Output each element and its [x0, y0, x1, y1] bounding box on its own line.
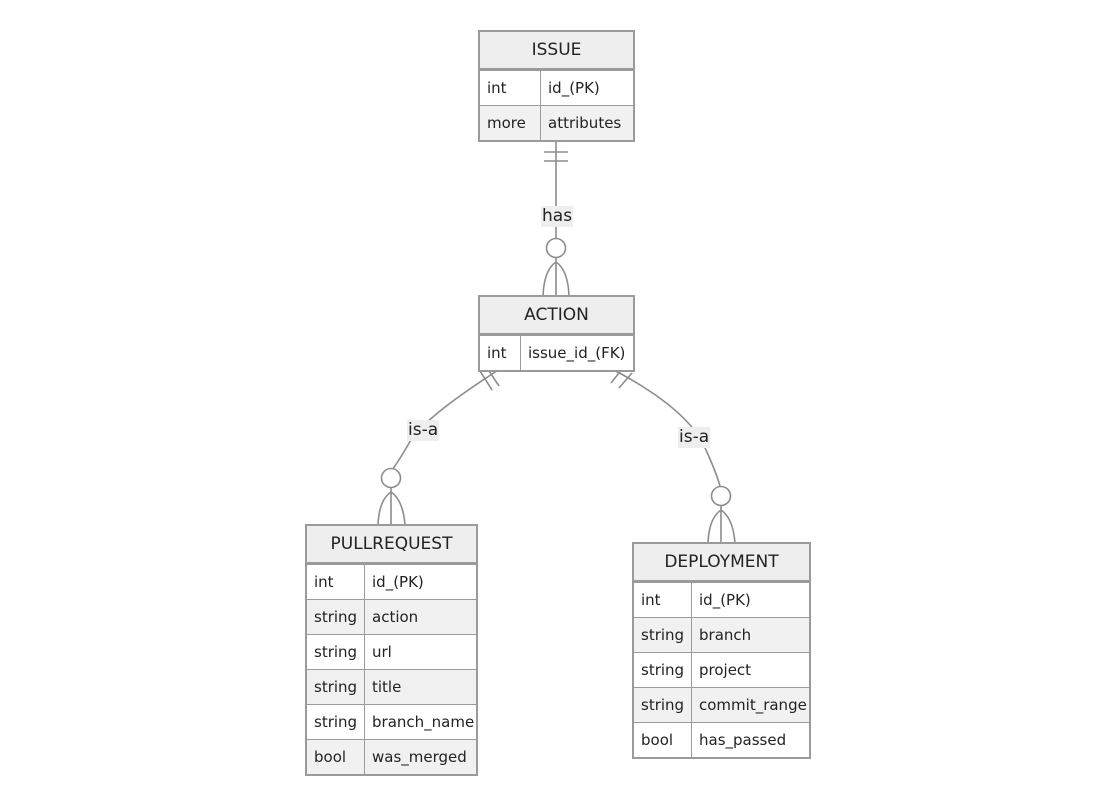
attribute-type: bool	[307, 740, 365, 774]
attribute-row: string branch	[634, 617, 809, 652]
attribute-name: title	[372, 678, 402, 696]
attribute-type: string	[307, 600, 365, 634]
attribute-name: url	[372, 643, 392, 661]
attribute-name: branch	[699, 626, 752, 644]
entity-action[interactable]: ACTION int issue_id_(FK)	[478, 295, 635, 372]
relationship-label-is-a-pullrequest: is-a	[407, 420, 440, 441]
entity-title: DEPLOYMENT	[634, 544, 809, 582]
attribute-type: more	[480, 106, 541, 140]
attribute-type: bool	[634, 723, 692, 757]
attribute-row: int id_(PK)	[480, 70, 633, 105]
attribute-row: string branch_name	[307, 704, 476, 739]
attribute-name: id_(PK)	[699, 591, 751, 609]
attribute-row: int issue_id_(FK)	[480, 335, 633, 370]
entity-pullrequest[interactable]: PULLREQUEST int id_(PK) string action st…	[305, 524, 478, 776]
attribute-row: string url	[307, 634, 476, 669]
cardinality-zero-or-more-deployment	[707, 485, 736, 544]
entity-title: ACTION	[480, 297, 633, 335]
attribute-row: int id_(PK)	[634, 582, 809, 617]
attribute-type: string	[634, 618, 692, 652]
attribute-row: bool has_passed	[634, 722, 809, 757]
attribute-name: commit_range	[699, 696, 807, 714]
entity-issue[interactable]: ISSUE int id_(PK) more attributes	[478, 30, 635, 142]
attribute-row: int id_(PK)	[307, 564, 476, 599]
relationship-label-has: has	[541, 206, 574, 227]
cardinality-zero-or-more-pullrequest	[377, 467, 406, 526]
attribute-name: attributes	[548, 114, 622, 132]
entity-deployment[interactable]: DEPLOYMENT int id_(PK) string branch str…	[632, 542, 811, 759]
attribute-row: string project	[634, 652, 809, 687]
entity-title: PULLREQUEST	[307, 526, 476, 564]
attribute-type: string	[307, 670, 365, 704]
attribute-type: string	[634, 653, 692, 687]
attribute-type: string	[307, 635, 365, 669]
attribute-name: was_merged	[372, 748, 467, 766]
cardinality-zero-or-more-action-top	[542, 237, 570, 297]
attribute-name: project	[699, 661, 752, 679]
attribute-type: string	[307, 705, 365, 739]
attribute-type: int	[634, 583, 692, 617]
attribute-type: int	[307, 565, 365, 599]
entity-title: ISSUE	[480, 32, 633, 70]
attribute-row: string action	[307, 599, 476, 634]
attribute-name: branch_name	[372, 713, 475, 731]
attribute-row: string commit_range	[634, 687, 809, 722]
attribute-row: more attributes	[480, 105, 633, 140]
attribute-type: string	[634, 688, 692, 722]
attribute-name: issue_id_(FK)	[528, 344, 626, 362]
attribute-row: bool was_merged	[307, 739, 476, 774]
cardinality-exactly-one-issue	[544, 151, 568, 162]
attribute-name: has_passed	[699, 731, 787, 749]
attribute-name: id_(PK)	[372, 573, 424, 591]
relationship-label-is-a-deployment: is-a	[678, 427, 711, 448]
attribute-name: id_(PK)	[548, 79, 600, 97]
attribute-row: string title	[307, 669, 476, 704]
attribute-type: int	[480, 71, 541, 105]
attribute-name: action	[372, 608, 419, 626]
attribute-type: int	[480, 336, 521, 370]
